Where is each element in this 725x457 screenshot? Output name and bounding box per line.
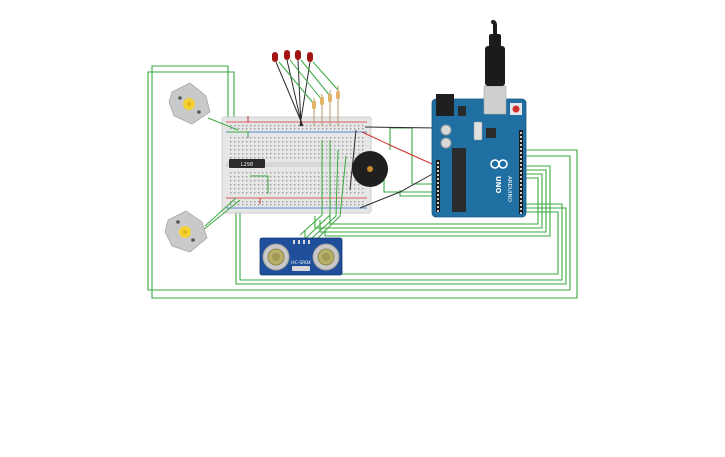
dc-motor-2 <box>164 210 208 253</box>
usb-port <box>483 85 507 115</box>
dc-jack <box>436 94 454 116</box>
breadboard-holes <box>230 125 364 206</box>
led-3 <box>295 50 301 60</box>
arduino-brand: ARDUINO <box>506 176 512 203</box>
piezo-buzzer-icon <box>352 151 388 187</box>
resistor-3 <box>328 94 332 102</box>
resistor-1 <box>312 101 316 109</box>
atmega-chip <box>452 148 466 212</box>
ultrasonic-label: HC-SR04 <box>291 260 311 266</box>
sensor-crystal <box>292 266 310 271</box>
dc-motor-1 <box>168 82 211 125</box>
ultrasonic-sensor: HC-SR04 <box>259 237 343 276</box>
usb-cable-icon <box>485 20 505 86</box>
led-2 <box>284 50 290 60</box>
sensor-pins <box>293 240 310 244</box>
led-1 <box>272 52 278 62</box>
led-group <box>272 50 340 127</box>
led-4 <box>307 52 313 62</box>
infinity-logo-icon <box>490 159 508 169</box>
resistor-4 <box>336 91 340 99</box>
reset-button <box>512 105 520 113</box>
breadboard-wires <box>202 117 347 239</box>
motor-driver-label: L298 <box>241 162 253 168</box>
power-wires <box>247 116 433 204</box>
arduino-uno-board: ARDUINO UNO <box>431 85 527 218</box>
resistor-2 <box>320 97 324 105</box>
motor-driver-chip: L298 <box>229 159 265 168</box>
transducer-right <box>312 243 340 271</box>
transducer-left <box>262 243 290 271</box>
arduino-model-label: UNO <box>494 176 502 194</box>
breadboard <box>221 116 372 214</box>
header-pins <box>437 132 522 214</box>
